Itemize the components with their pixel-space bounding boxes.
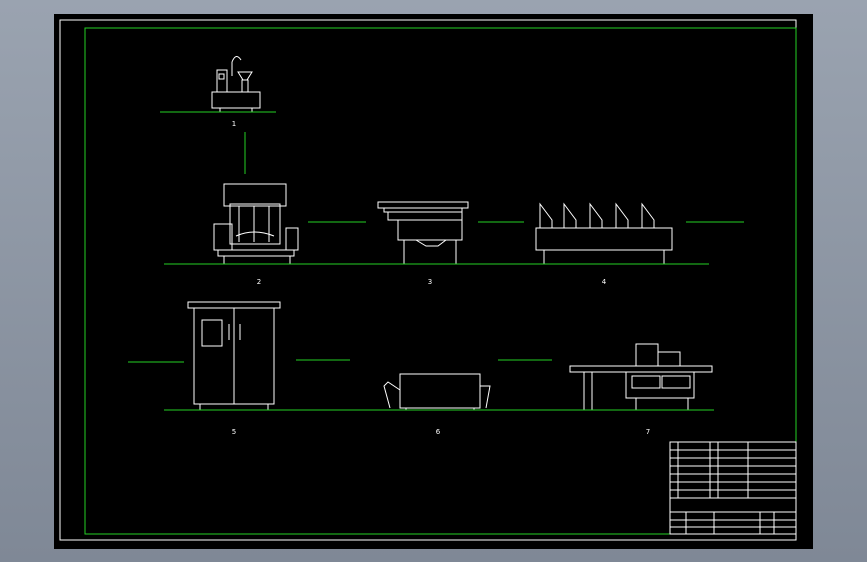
machine-6-tank (383, 373, 491, 410)
station-label-1: 1 (232, 120, 236, 128)
drawing-sheet[interactable]: 1 (54, 14, 813, 549)
machine-4-conveyor (535, 202, 673, 264)
station-label-6: 6 (436, 428, 441, 436)
station-label-4: 4 (602, 278, 607, 286)
machine-2-mixer (213, 183, 299, 264)
machine-3-press (377, 201, 469, 264)
station-label-3: 3 (428, 278, 432, 286)
station-label-7: 7 (646, 428, 650, 436)
machine-7-packager (569, 343, 713, 410)
station-label-5: 5 (232, 428, 236, 436)
title-block (669, 441, 797, 535)
inner-frame (84, 27, 797, 535)
machine-1-feeder (211, 56, 261, 112)
station-label-2: 2 (257, 278, 261, 286)
machine-5-cabinet (187, 301, 281, 410)
drawing-canvas: 1 (59, 19, 797, 541)
